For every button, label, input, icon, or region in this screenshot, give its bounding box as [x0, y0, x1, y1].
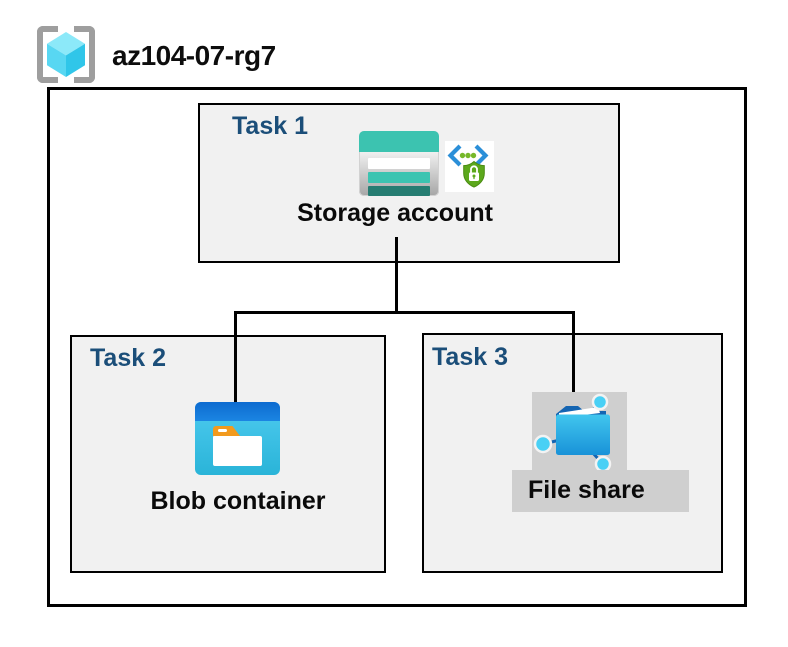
task2-box: Task 2 Blob container	[70, 335, 386, 573]
task3-label: Task 3	[432, 343, 508, 371]
connector-horizontal	[234, 311, 575, 314]
connector-to-blob	[234, 311, 237, 402]
blob-container-label: Blob container	[150, 487, 326, 515]
task1-label: Task 1	[232, 112, 308, 140]
connector-to-fileshare	[572, 311, 575, 392]
bracket-left-shape	[37, 26, 58, 83]
cube-shape	[47, 32, 85, 77]
storage-account-icon	[359, 131, 439, 196]
file-share-label-plate: File share	[512, 470, 689, 512]
task3-box: Task 3 File shar	[422, 333, 723, 573]
blob-container-icon	[195, 402, 280, 475]
resource-group-name: az104-07-rg7	[112, 40, 276, 71]
file-share-label: File share	[528, 476, 645, 504]
sas-secure-access-icon	[445, 141, 494, 192]
connector-storage-stem	[395, 237, 398, 314]
file-share-icon	[532, 392, 627, 473]
resource-group-icon	[37, 26, 95, 83]
task2-label: Task 2	[90, 344, 166, 372]
storage-account-label: Storage account	[297, 199, 493, 227]
bracket-right-shape	[74, 26, 95, 83]
task1-box: Task 1 Storage account	[198, 103, 620, 263]
